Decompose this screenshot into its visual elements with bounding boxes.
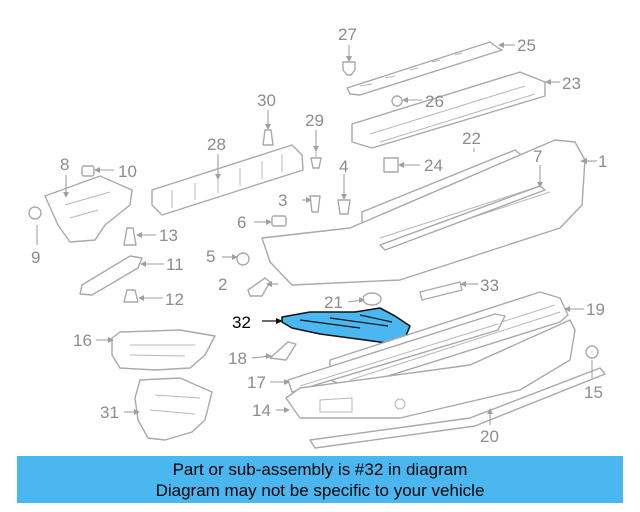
callout-24[interactable]: 24 xyxy=(424,156,443,175)
parts-diagram: 1 2 3 4 5 6 7 8 9 10 11 12 13 14 15 16 1… xyxy=(28,25,607,449)
callout-9[interactable]: 9 xyxy=(31,248,40,267)
callout-3[interactable]: 3 xyxy=(278,191,287,210)
callout-32[interactable]: 32 xyxy=(232,313,251,332)
part-13-shape xyxy=(123,227,137,246)
part-2-shape xyxy=(247,277,271,297)
callout-11[interactable]: 11 xyxy=(166,255,184,274)
callout-1[interactable]: 1 xyxy=(598,152,607,171)
part-16-shape xyxy=(111,329,216,371)
part-28-shape xyxy=(151,144,304,216)
info-banner: Part or sub-assembly is #32 in diagram D… xyxy=(17,456,623,503)
part-14-shape xyxy=(285,319,576,419)
part-20-shape xyxy=(309,367,606,449)
callout-8[interactable]: 8 xyxy=(60,155,69,174)
part-23-shape xyxy=(351,71,546,149)
callout-5[interactable]: 5 xyxy=(206,247,215,266)
part-24-shape xyxy=(383,157,399,173)
callout-labels: 1 2 3 4 5 6 7 8 9 10 11 12 13 14 15 16 1… xyxy=(31,25,607,446)
part-5-shape xyxy=(236,252,250,266)
part-6-shape xyxy=(271,215,287,227)
part-32-shape xyxy=(281,307,411,345)
part-10-shape xyxy=(81,165,95,177)
part-15-shape xyxy=(585,345,599,359)
callout-7[interactable]: 7 xyxy=(533,147,542,166)
callout-12[interactable]: 12 xyxy=(165,290,184,309)
part-26-shape xyxy=(391,95,403,107)
callout-18[interactable]: 18 xyxy=(228,349,247,368)
part-12-shape xyxy=(123,289,139,303)
part-33-shape xyxy=(419,281,463,301)
part-7-shape xyxy=(379,185,546,251)
part-18-shape xyxy=(269,341,297,361)
callout-17[interactable]: 17 xyxy=(247,373,266,392)
part-3-shape xyxy=(309,195,321,213)
part-25-shape xyxy=(346,41,503,96)
callout-22[interactable]: 22 xyxy=(462,129,481,148)
callout-33[interactable]: 33 xyxy=(480,276,499,295)
callout-16[interactable]: 16 xyxy=(73,331,92,350)
callout-19[interactable]: 19 xyxy=(586,300,605,319)
callout-20[interactable]: 20 xyxy=(480,427,499,446)
part-27-shape xyxy=(342,61,356,76)
part-11-shape xyxy=(79,255,143,296)
callout-30[interactable]: 30 xyxy=(257,91,276,110)
callout-10[interactable]: 10 xyxy=(118,162,137,181)
part-4-shape xyxy=(337,199,351,215)
callout-2[interactable]: 2 xyxy=(218,275,227,294)
callout-21[interactable]: 21 xyxy=(324,293,343,312)
callout-15[interactable]: 15 xyxy=(584,383,603,402)
callout-26[interactable]: 26 xyxy=(425,92,444,111)
callout-13[interactable]: 13 xyxy=(159,226,178,245)
callout-27[interactable]: 27 xyxy=(338,25,357,44)
banner-line-1: Part or sub-assembly is #32 in diagram xyxy=(172,460,468,479)
leader-lines xyxy=(36,42,597,425)
part-9-shape xyxy=(28,206,42,220)
callout-28[interactable]: 28 xyxy=(207,135,226,154)
callout-4[interactable]: 4 xyxy=(339,157,348,176)
callout-6[interactable]: 6 xyxy=(237,213,246,232)
callout-29[interactable]: 29 xyxy=(305,111,324,130)
part-21-shape xyxy=(362,292,382,306)
part-17-shape xyxy=(287,313,506,393)
part-8-shape xyxy=(44,175,133,243)
callout-25[interactable]: 25 xyxy=(517,36,536,55)
callout-23[interactable]: 23 xyxy=(562,74,581,93)
banner-line-2: Diagram may not be specific to your vehi… xyxy=(155,481,485,500)
part-29-shape xyxy=(310,150,322,169)
part-31-shape xyxy=(134,377,213,441)
callout-31[interactable]: 31 xyxy=(100,403,119,422)
callout-14[interactable]: 14 xyxy=(252,401,271,420)
part-30-shape xyxy=(262,129,274,146)
